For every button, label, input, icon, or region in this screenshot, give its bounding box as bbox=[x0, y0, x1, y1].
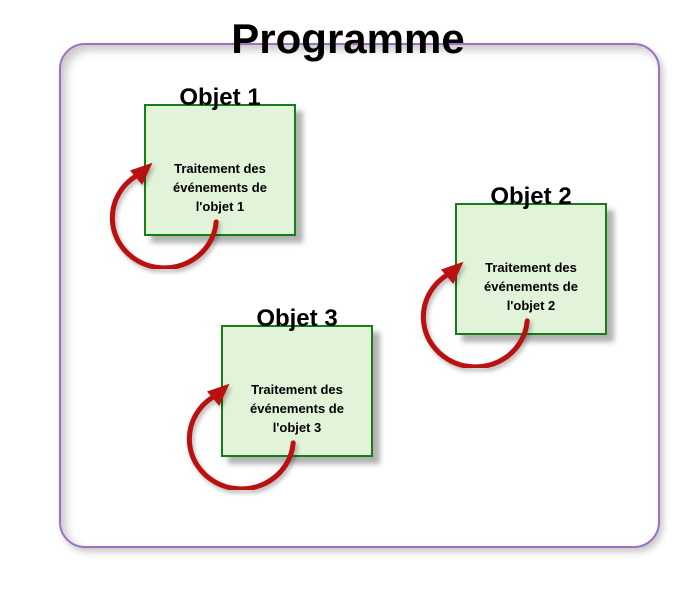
text-line: Traitement des bbox=[251, 382, 343, 397]
text-line: l'objet 1 bbox=[195, 199, 245, 214]
object-node-3-title: Objet 3 bbox=[256, 305, 338, 332]
text-line: l'objet 2 bbox=[506, 298, 556, 313]
text-line: événements de bbox=[250, 401, 344, 416]
text-line: événements de bbox=[173, 180, 267, 195]
object-node-1-title: Objet 1 bbox=[179, 84, 261, 111]
object-node-2: Objet 2 Traitement des événements de l'o… bbox=[455, 184, 607, 335]
object-node-3-text: Traitement des événements de l'objet 3 bbox=[223, 380, 371, 437]
text-line: Traitement des bbox=[174, 161, 266, 176]
text-line: l'objet 3 bbox=[272, 420, 322, 435]
event-loop-arrow-icon bbox=[420, 261, 530, 368]
object-node-1-text: Traitement des événements de l'objet 1 bbox=[146, 159, 294, 216]
page-title: Programme bbox=[231, 15, 465, 62]
event-loop-arrow-icon bbox=[109, 162, 219, 269]
object-node-2-title: Objet 2 bbox=[490, 183, 572, 210]
text-line: événements de bbox=[484, 279, 578, 294]
object-node-3: Objet 3 Traitement des événements de l'o… bbox=[221, 306, 373, 457]
object-node-1: Objet 1 Traitement des événements de l'o… bbox=[144, 85, 296, 236]
object-node-2-text: Traitement des événements de l'objet 2 bbox=[457, 258, 605, 315]
event-loop-arrow-icon bbox=[186, 383, 296, 490]
text-line: Traitement des bbox=[485, 260, 577, 275]
